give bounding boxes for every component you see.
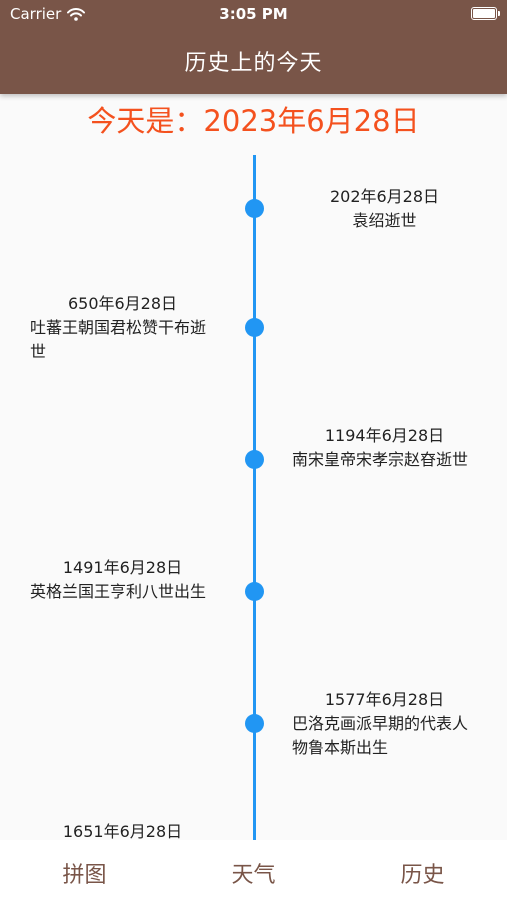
event-text: 吐蕃王朝国君松赞干布逝世 bbox=[30, 318, 207, 361]
event-date: 1194年6月28日 bbox=[324, 426, 445, 445]
tab-weather[interactable]: 天气 bbox=[231, 863, 276, 888]
event-text: 英格兰国王亨利八世出生 bbox=[30, 582, 207, 601]
timeline-dot bbox=[245, 582, 264, 601]
status-time: 3:05 PM bbox=[219, 5, 288, 23]
timeline-event: 202年6月28日 袁绍逝世 bbox=[292, 185, 477, 233]
timeline-event: 650年6月28日 吐蕃王朝国君松赞干布逝世 bbox=[30, 292, 215, 364]
event-date: 650年6月28日 bbox=[67, 294, 178, 313]
bottom-tab-bar: 拼图 天气 历史 bbox=[0, 840, 507, 900]
carrier-info: Carrier bbox=[10, 5, 86, 23]
timeline-event: 1491年6月28日 英格兰国王亨利八世出生 bbox=[30, 556, 215, 604]
timeline-dot bbox=[245, 450, 264, 469]
wifi-icon bbox=[67, 7, 86, 21]
timeline-dot bbox=[245, 199, 264, 218]
tab-history[interactable]: 历史 bbox=[400, 863, 445, 888]
tab-puzzle[interactable]: 拼图 bbox=[62, 863, 107, 888]
event-date: 1491年6月28日 bbox=[62, 558, 183, 577]
status-bar: Carrier 3:05 PM bbox=[0, 0, 507, 28]
page-title: 历史上的今天 bbox=[184, 51, 323, 76]
history-timeline[interactable]: 202年6月28日 袁绍逝世 650年6月28日 吐蕃王朝国君松赞干布逝世 11… bbox=[0, 150, 507, 840]
event-text: 袁绍逝世 bbox=[352, 211, 417, 230]
app-bar: Carrier 3:05 PM 历史上的今天 bbox=[0, 0, 507, 94]
event-text: 巴洛克画派早期的代表人物鲁本斯出生 bbox=[292, 714, 469, 757]
event-date: 1651年6月28日 bbox=[62, 822, 183, 840]
timeline-event: 1651年6月28日 bbox=[30, 820, 215, 840]
timeline-line bbox=[253, 155, 256, 840]
timeline-dot bbox=[245, 714, 264, 733]
battery-icon bbox=[471, 7, 500, 20]
today-date-label: 今天是：2023年6月28日 bbox=[87, 104, 420, 138]
timeline-event: 1577年6月28日 巴洛克画派早期的代表人物鲁本斯出生 bbox=[292, 688, 477, 760]
event-text: 南宋皇帝宋孝宗赵昚逝世 bbox=[292, 450, 469, 469]
event-date: 1577年6月28日 bbox=[324, 690, 445, 709]
carrier-label: Carrier bbox=[10, 5, 62, 23]
timeline-event: 1194年6月28日 南宋皇帝宋孝宗赵昚逝世 bbox=[292, 424, 477, 472]
event-date: 202年6月28日 bbox=[329, 187, 440, 206]
timeline-dot bbox=[245, 318, 264, 337]
